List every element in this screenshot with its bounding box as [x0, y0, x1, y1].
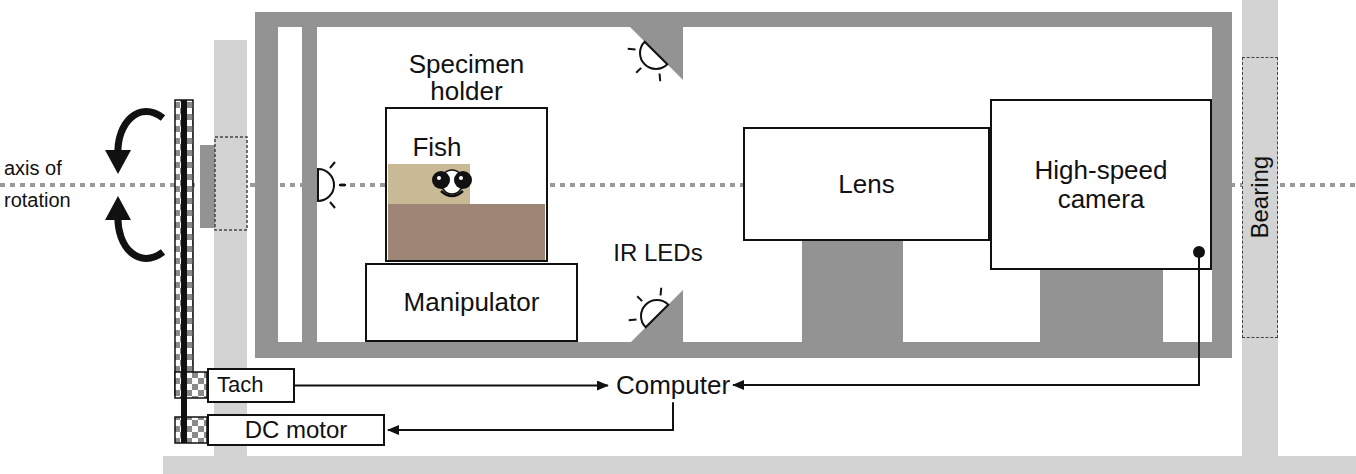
camera-box: High-speed camera: [990, 99, 1212, 270]
ground-bar: [163, 456, 1356, 474]
rotation-arrowhead: [105, 196, 131, 220]
drive-belt: [175, 100, 207, 443]
lens-mount: [802, 241, 903, 342]
led-mount: [630, 27, 683, 80]
rotation-arrowhead: [105, 150, 131, 174]
motor-box: DC motor: [207, 414, 385, 446]
lens-box: Lens: [743, 127, 990, 241]
axis-label: axis of rotation: [4, 152, 109, 216]
ir-led: [318, 162, 346, 208]
holder-contents: [387, 109, 546, 260]
rotation-arrows: [118, 112, 163, 259]
node-title: High-speed camera: [1011, 156, 1191, 213]
signal-connector: [733, 273, 1199, 385]
fish-label: Fish: [397, 133, 477, 162]
led-mount: [631, 290, 683, 342]
led-label: IR LEDs: [598, 240, 718, 266]
node-title: Bearing: [1247, 156, 1273, 239]
node-title: DC motor: [245, 417, 348, 443]
specimen-holder: Specimen holder: [385, 107, 548, 262]
output-port: [1193, 246, 1205, 258]
signal-connector: [295, 385, 608, 387]
manipulator-box: Manipulator: [365, 263, 578, 342]
camera-mount: [1040, 270, 1163, 342]
right-support: [1242, 0, 1278, 456]
rotating-frame: [255, 12, 1232, 358]
ir-led: [620, 37, 672, 89]
tach-box: Tach: [207, 368, 295, 403]
node-title: Computer: [616, 371, 730, 400]
node-title: Tach: [209, 373, 263, 397]
node-title: Manipulator: [404, 288, 540, 317]
port-lead: [1198, 252, 1200, 273]
node-title: Specimen holder: [392, 51, 542, 105]
shaft-bearing: [215, 137, 247, 230]
shaft: [200, 145, 215, 228]
computer-label: Computer: [598, 370, 748, 400]
ir-led: [621, 280, 673, 332]
node-title: Lens: [838, 170, 894, 199]
bearing-box: Bearing: [1242, 57, 1278, 338]
signal-connector: [388, 402, 673, 430]
